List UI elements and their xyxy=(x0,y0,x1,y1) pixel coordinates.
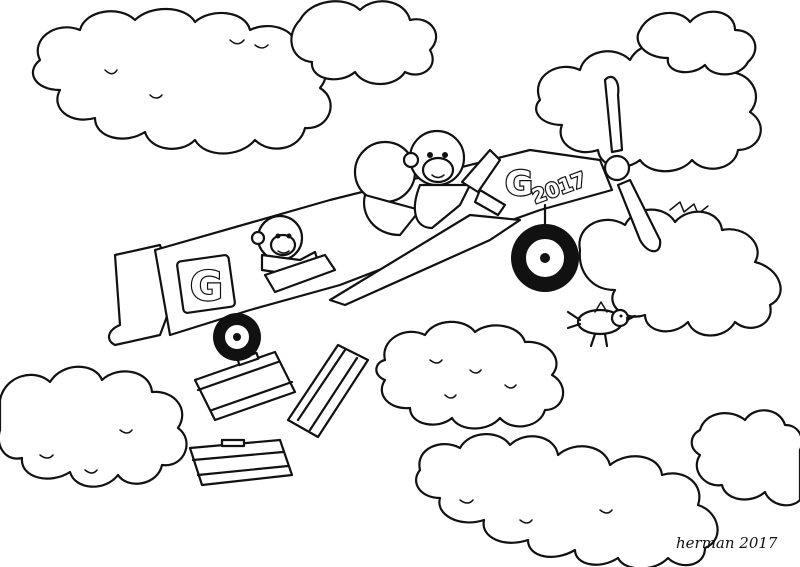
cloud-right-middle xyxy=(578,208,782,337)
cloud-top-center xyxy=(290,0,438,85)
cloud-top-right xyxy=(535,10,762,245)
tail-letter: G xyxy=(190,264,223,310)
suitcase-bottom xyxy=(188,438,294,487)
nose-letter: G xyxy=(505,164,533,204)
signature: herman 2017 xyxy=(676,534,778,552)
propeller xyxy=(603,75,662,253)
cloud-top-left xyxy=(31,7,332,155)
small-monkey xyxy=(250,214,337,294)
bird xyxy=(566,301,637,348)
big-monkey-front xyxy=(402,129,507,230)
cloud-center xyxy=(375,320,565,430)
tail-wheel xyxy=(213,313,261,361)
big-monkey-back xyxy=(353,140,422,237)
suitcase-left xyxy=(193,350,297,422)
airplane: G G 2017 xyxy=(107,75,662,361)
main-wheel xyxy=(511,203,579,292)
cloud-bottom-left xyxy=(0,365,188,488)
cloud-bottom-right xyxy=(415,409,800,567)
suitcase-right xyxy=(286,343,370,439)
tail-logo-box xyxy=(176,254,236,314)
